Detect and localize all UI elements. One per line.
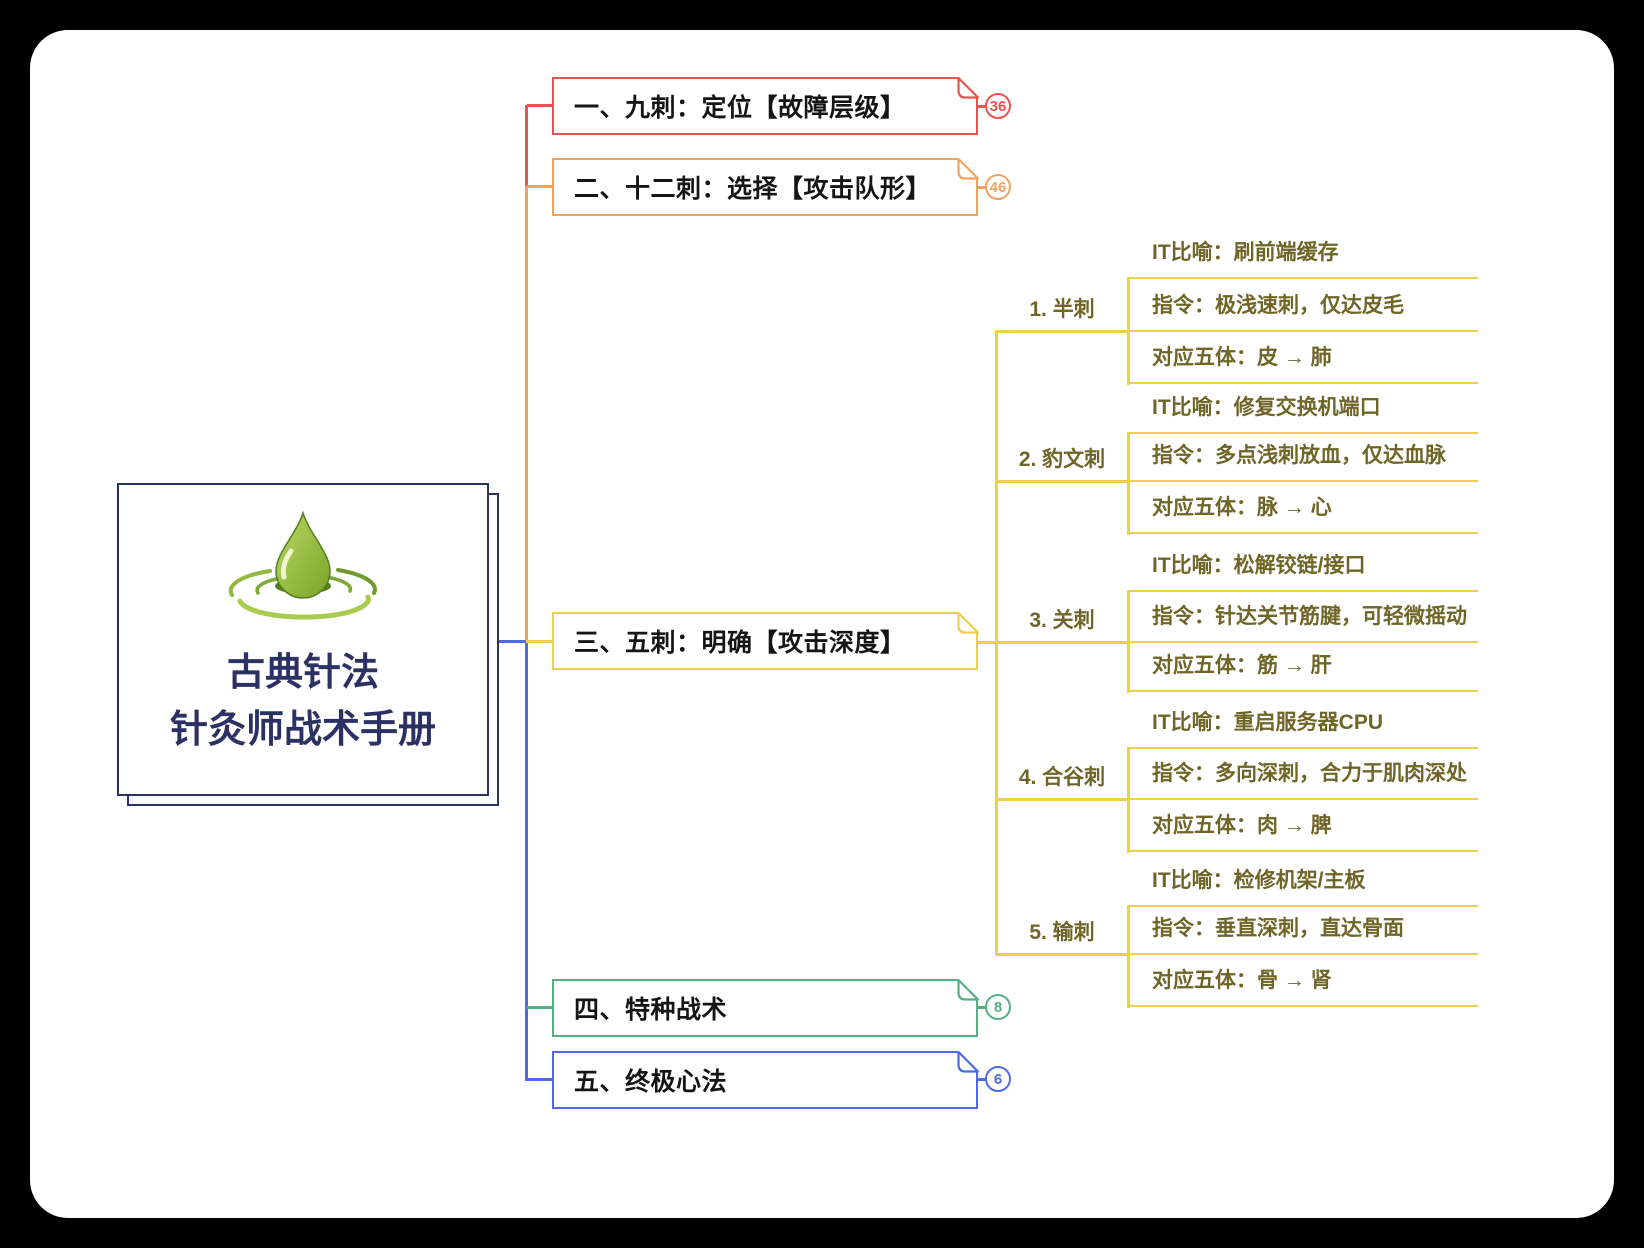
connector-branch4 (527, 1006, 553, 1009)
leaf-topic[interactable]: 对应五体：皮 → 肺 (1128, 332, 1478, 384)
leaf-topic[interactable]: IT比喻：重启服务器CPU (1128, 697, 1478, 749)
leaf-topic[interactable]: IT比喻：修复交换机端口 (1128, 382, 1478, 434)
subtopic-3[interactable]: 3. 关刺 (1029, 609, 1095, 632)
root-title-line2: 针灸师战术手册 (169, 709, 436, 751)
badge-stub (978, 105, 986, 108)
leaf-topic[interactable]: 对应五体：骨 → 肾 (1128, 955, 1478, 1007)
folded-corner-icon (956, 157, 979, 180)
subtopic-underline (996, 330, 1128, 333)
connector-branch1 (527, 104, 553, 107)
subtopic-5[interactable]: 5. 输刺 (1029, 921, 1095, 944)
folded-corner-icon (956, 76, 979, 99)
central-topic-title: 古典针法 针灸师战术手册 (170, 645, 436, 759)
leaf-topic[interactable]: IT比喻：松解铰链/接口 (1128, 540, 1478, 592)
leaf-topic[interactable]: 对应五体：肉 → 脾 (1128, 800, 1478, 852)
connector-branch5 (527, 1078, 553, 1081)
branch-node-3[interactable]: 三、五刺：明确【攻击深度】 (552, 611, 979, 670)
note-count-badge-2[interactable]: 46 (985, 174, 1011, 200)
leaf-topic[interactable]: 对应五体：筋 → 肝 (1128, 640, 1478, 692)
leaf-topic[interactable]: 指令：多点浅刺放血，仅达血脉 (1128, 430, 1478, 482)
root-title-line1: 古典针法 (226, 652, 379, 694)
subtopic-underline (996, 798, 1128, 801)
subtopic-underline (978, 641, 1128, 644)
folded-corner-icon (956, 611, 979, 634)
branch-label-1: 一、九刺：定位【故障层级】 (574, 94, 906, 122)
leaf-group-connector (1127, 905, 1130, 1008)
subtopic-1[interactable]: 1. 半刺 (1029, 298, 1095, 321)
connector-branch2 (527, 185, 553, 188)
leaf-topic[interactable]: 对应五体：脉 → 心 (1128, 482, 1478, 534)
note-count-badge-5[interactable]: 6 (985, 1066, 1011, 1092)
branch-node-5[interactable]: 五、终极心法 (552, 1050, 979, 1109)
branch-label-3: 三、五刺：明确【攻击深度】 (574, 629, 906, 657)
connector-trunk-blue (525, 641, 528, 1081)
branch-node-4[interactable]: 四、特种战术 (552, 978, 979, 1037)
branch-node-1[interactable]: 一、九刺：定位【故障层级】 (552, 76, 979, 135)
water-drop-logo (228, 510, 377, 620)
folded-corner-icon (956, 1050, 979, 1073)
leaf-topic[interactable]: IT比喻：刷前端缓存 (1128, 227, 1478, 279)
badge-stub (978, 1006, 986, 1009)
folded-corner-icon (956, 978, 979, 1001)
subtopic-underline (996, 480, 1128, 483)
subtopic-4[interactable]: 4. 合谷刺 (1018, 766, 1106, 789)
leaf-topic[interactable]: 指令：针达关节筋腱，可轻微摇动 (1128, 591, 1478, 643)
subtopic-2[interactable]: 2. 豹文刺 (1018, 448, 1106, 471)
branch-label-2: 二、十二刺：选择【攻击队形】 (574, 175, 932, 203)
badge-stub (978, 1078, 986, 1081)
leaf-topic[interactable]: 指令：极浅速刺，仅达皮毛 (1128, 280, 1478, 332)
badge-stub (978, 186, 986, 189)
branch-label-5: 五、终极心法 (574, 1068, 728, 1096)
connector-trunk-orange (525, 186, 528, 642)
leaf-group-connector (1127, 432, 1130, 535)
connector-branch3 (526, 640, 553, 643)
connector-trunk-red (525, 105, 528, 188)
connector-root (494, 640, 526, 643)
note-count-badge-1[interactable]: 36 (985, 93, 1011, 119)
leaf-group-connector (1127, 747, 1130, 853)
central-topic[interactable]: 古典针法 针灸师战术手册 (117, 483, 489, 796)
branch-label-4: 四、特种战术 (574, 996, 728, 1024)
leaf-topic[interactable]: 指令：垂直深刺，直达骨面 (1128, 903, 1478, 955)
branch-node-2[interactable]: 二、十二刺：选择【攻击队形】 (552, 157, 979, 216)
leaf-topic[interactable]: 指令：多向深刺，合力于肌肉深处 (1128, 748, 1478, 800)
subtopic-underline (996, 953, 1128, 956)
note-count-badge-4[interactable]: 8 (985, 994, 1011, 1020)
leaf-topic[interactable]: IT比喻：检修机架/主板 (1128, 855, 1478, 907)
